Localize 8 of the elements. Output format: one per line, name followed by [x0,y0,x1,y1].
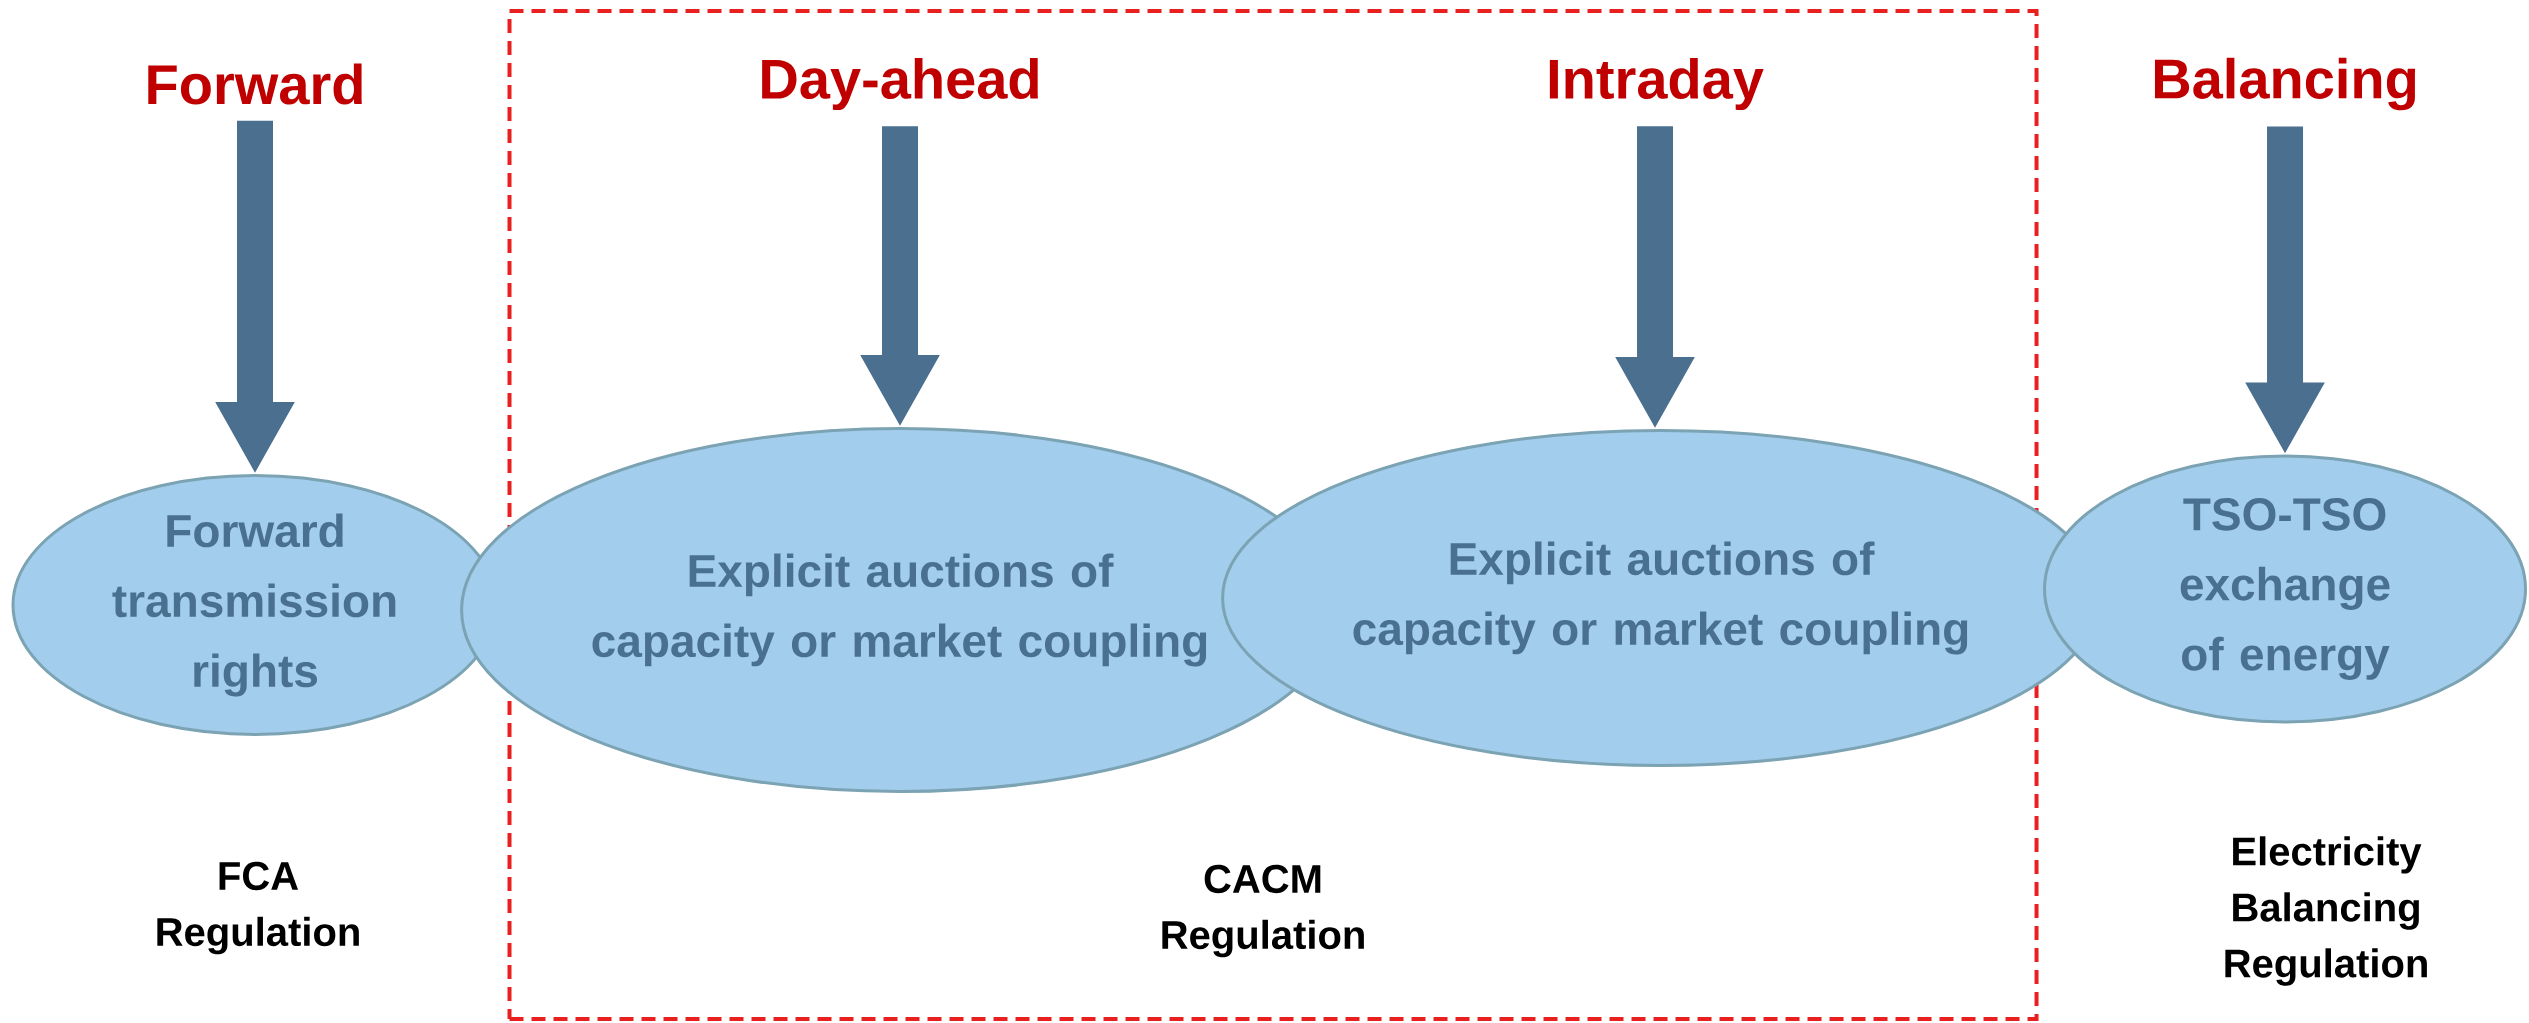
regulation-label: FCA Regulation [157,861,359,955]
ellipse-node: Forward transmission rights [11,474,499,736]
regulation-label: Electricity Balancing Regulation [2225,836,2427,986]
market-heading: Forward [148,63,362,105]
market-heading: Intraday [1549,57,1764,111]
market-heading: Balancing [2154,57,2416,111]
ellipse-node: TSO-TSO exchange of energy [2043,454,2528,724]
market-heading: Day-ahead [762,57,1038,111]
